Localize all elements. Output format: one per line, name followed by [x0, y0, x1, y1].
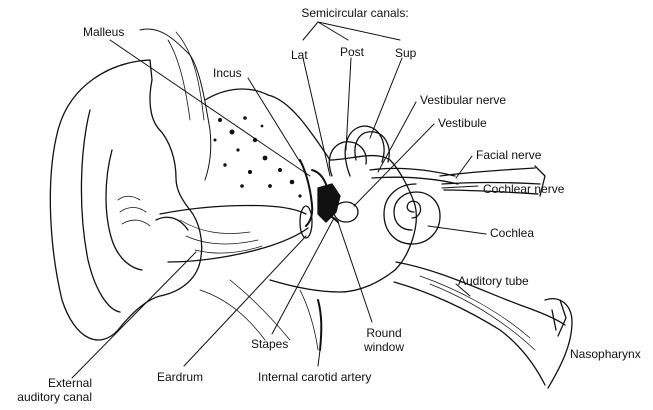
tragus — [155, 216, 189, 231]
nasopharynx-opening — [544, 298, 573, 389]
vestibular-nerve-label: Vestibular nerve — [420, 93, 507, 107]
helix-fold — [80, 109, 121, 313]
auditory-tube-fibers — [419, 275, 536, 351]
eardrum-label: Eardrum — [157, 370, 204, 384]
eardrum-membrane — [299, 205, 313, 239]
post-label: Post — [340, 45, 365, 59]
vestibule — [333, 201, 359, 223]
incus-label: Incus — [213, 66, 242, 80]
auditory-tube-lower — [393, 281, 546, 386]
auditory-tube-label: Auditory tube — [458, 274, 529, 288]
posterior-canal — [344, 125, 385, 177]
concha-shading — [117, 195, 151, 227]
canal-upper-wall — [159, 204, 307, 215]
lat-label: Lat — [291, 48, 308, 62]
canal-ridges — [179, 219, 263, 254]
sup-label: Sup — [395, 46, 417, 60]
facial-nerve-bundle — [439, 167, 541, 195]
vestibular-nerve-bundle — [369, 167, 459, 185]
cochlear-nerve-label: Cochlear nerve — [483, 182, 565, 196]
antihelix — [105, 149, 143, 271]
canal-lower-wall — [167, 227, 309, 263]
facial-nerve-label: Facial nerve — [476, 148, 542, 162]
external-auditory-canal-label-line2: auditory canal — [17, 390, 92, 404]
stapes-label: Stapes — [251, 337, 289, 351]
cochlea-label: Cochlea — [490, 226, 535, 240]
auditory-tube-upper — [395, 261, 566, 326]
nerve-cut-end — [534, 165, 546, 197]
middle-ear-dark — [317, 183, 341, 223]
round-window-label-line2: window — [363, 340, 405, 354]
round-window-label-line1: Round — [366, 326, 402, 340]
upper-tissue-2 — [167, 31, 205, 121]
superior-canal — [354, 131, 390, 163]
lateral-canal — [328, 141, 367, 177]
upper-tissue — [139, 28, 212, 181]
external-auditory-canal-label-line1: External — [47, 376, 92, 390]
vestibule-label: Vestibule — [438, 116, 487, 130]
cochlea-inner — [406, 200, 422, 219]
malleus — [299, 159, 314, 227]
internal-carotid — [317, 299, 323, 351]
leader-lines — [71, 21, 487, 379]
temporal-bone — [204, 88, 417, 293]
nasopharynx-label: Nasopharynx — [570, 347, 641, 361]
internal-carotid-artery-label: Internal carotid artery — [258, 370, 372, 384]
lower-tissue — [199, 279, 319, 351]
cochlea-spiral — [383, 183, 441, 245]
malleus-label: Malleus — [83, 25, 125, 39]
semicircular-canals-label: Semicircular canals: — [301, 6, 409, 20]
bone-texture — [213, 116, 302, 198]
auricle-outline — [49, 59, 203, 341]
